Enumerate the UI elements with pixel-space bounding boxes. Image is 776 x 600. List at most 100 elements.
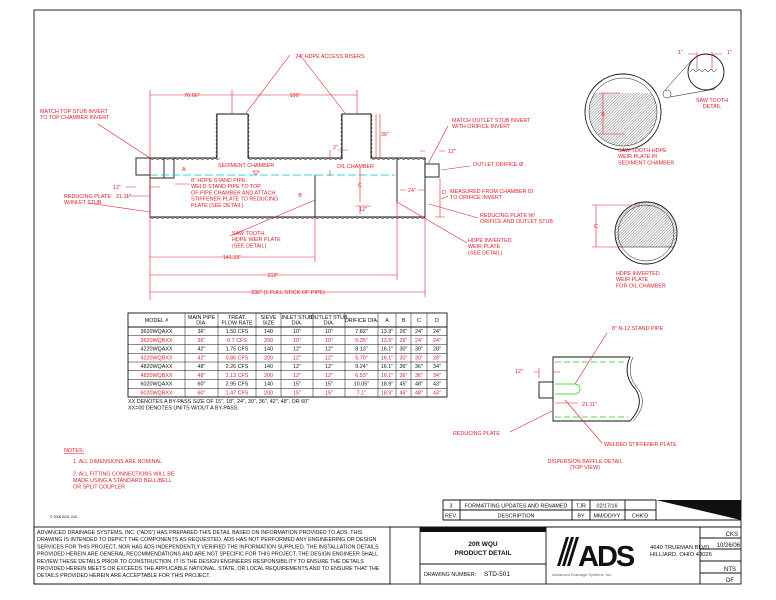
disclaimer-line: REVIEW THESE DETAILS PRIOR TO CONSTRUCTI… xyxy=(37,559,364,565)
address-line-1: 4640 TRUEMAN BLVD xyxy=(650,545,709,551)
callout-label-d-line: D xyxy=(442,190,446,196)
product-name: 20ft WQU xyxy=(468,541,498,548)
callout-label-b: B xyxy=(298,193,302,199)
table-cell: 15" xyxy=(293,390,301,396)
saw-tooth-zoom-marker xyxy=(662,89,672,99)
callout-reducing-plate-outlet-line: ORIFICE AND OUTLET STUB xyxy=(480,219,553,225)
rev-description: FORMATTING UPDATES AND RENAMED xyxy=(465,504,568,510)
table-cell: 5.35" xyxy=(355,338,367,344)
callout-match-outlet-line: WITH ORIFICE INVERT xyxy=(452,124,511,130)
callout-baffle-12-line: 12" xyxy=(515,369,523,375)
table-cell: 48" xyxy=(415,382,423,388)
disclaimer-line: DETAILS PROVIDED HEREIN ARE ACCEPTABLE F… xyxy=(37,573,210,579)
baffle-inlet-stub xyxy=(538,381,554,399)
callout-measured-from-line: MEASURED FROM CHAMBER ID xyxy=(450,189,533,195)
table-cell: 10" xyxy=(325,338,333,344)
table-cell: 24" xyxy=(433,338,441,344)
table-cell: 200 xyxy=(264,355,273,361)
callout-dim-12-left-line: 12" xyxy=(113,185,121,191)
table-cell: 48" xyxy=(198,373,206,379)
callout-oil-chamber: OIL CHAMBER xyxy=(337,164,374,170)
callout-baffle-12: 12" xyxy=(515,369,523,375)
note-item-line: OR SPLIT COUPLER xyxy=(73,485,125,491)
table-cell: 7.1" xyxy=(357,390,366,396)
callout-outlet-orifice-line: OUTLET ORIFICE Ø xyxy=(473,162,524,168)
logo-text: ADS xyxy=(578,541,635,573)
address-line-2: HILLIARD, OHIO 43026 xyxy=(650,552,712,558)
drawing-number: STD-501 xyxy=(484,571,510,578)
table-cell: 36" xyxy=(198,329,206,335)
table-cell: 42" xyxy=(198,355,206,361)
product-detail-label: PRODUCT DETAIL xyxy=(455,550,512,557)
table-cell: 9.24" xyxy=(355,364,367,370)
saw-tooth-plate-inner xyxy=(588,77,658,147)
callout-dim-24-line: 24" xyxy=(408,188,416,194)
saw-tooth-plate-hatch xyxy=(589,93,657,146)
table-cell: 140 xyxy=(264,347,273,353)
table-cell: 10" xyxy=(293,338,301,344)
table-cell: 12" xyxy=(325,373,333,379)
saw-tooth-plate-outer xyxy=(584,73,662,151)
callout-circle-b-line: B xyxy=(601,112,605,118)
pipe-corrugation-top xyxy=(149,157,427,160)
table-cell: 4820WQBXX xyxy=(140,373,172,379)
callout-inverted-plate-line: HDPE INVERTED xyxy=(616,271,660,277)
baffle-pipe-outline xyxy=(552,356,640,422)
table-cell: 28" xyxy=(433,347,441,353)
callout-measured-from-line: TO ORIFICE INVERT xyxy=(450,195,503,201)
callout-stand-pipe-note-line: 8" HDPE STAND PIPE. xyxy=(191,178,247,184)
table-cell: 43" xyxy=(433,382,441,388)
callout-dim-212-line: 212" xyxy=(268,273,279,279)
callout-reducing-plate-inlet-line: W/INLET STUB xyxy=(64,200,102,206)
callout-label-b-line: B xyxy=(298,193,302,199)
zoom-leader-lines xyxy=(664,59,716,98)
table-cell: 0.86 CFS xyxy=(226,355,249,361)
logo-subtitle: Advanced Drainage Systems, Inc. xyxy=(552,572,612,577)
column-header-line: DIA. xyxy=(292,321,302,327)
column-header-line: SIZE xyxy=(263,321,275,327)
callout-dim-12-bottom: 12" xyxy=(359,207,367,213)
callout-label-c-line: C xyxy=(358,183,362,189)
table-cell: 12" xyxy=(293,355,301,361)
callout-dim-2111-left: 21.11" xyxy=(116,194,131,200)
table-cell: 48" xyxy=(415,390,423,396)
drawn-by: CKS xyxy=(726,532,738,538)
inverted-plate-hatch xyxy=(615,202,677,247)
table-cell: 30" xyxy=(400,347,408,353)
callout-sediment-chamber-line: SEDIMENT CHAMBER xyxy=(218,163,274,169)
callout-saw-tooth-detail-line: SAW TOOTH xyxy=(696,98,728,104)
callout-access-risers-line: 24" HDPE ACCESS RISERS xyxy=(295,54,365,60)
callout-circle-c: C xyxy=(594,224,598,230)
title-bar xyxy=(420,527,546,532)
table-cell: 140 xyxy=(264,329,273,335)
callout-baffle-title-line: (TOP VIEW) xyxy=(570,465,600,471)
revision-block: 3 FORMATTING UPDATES AND RENAMED TJR 02/… xyxy=(442,499,741,521)
table-cell: 16.1" xyxy=(381,347,393,353)
table-cell: 140 xyxy=(264,382,273,388)
table-cell: 24" xyxy=(415,338,423,344)
table-footnote: XX DENOTES A BY-PASS SIZE OF 15", 18", 2… xyxy=(128,399,309,405)
table-cell: 200 xyxy=(264,373,273,379)
table-cell: 2.26 CFS xyxy=(226,364,249,370)
callout-dim-106: 106" xyxy=(290,93,301,99)
table-cell: 34" xyxy=(433,364,441,370)
callout-saw-tooth-plate-line: WEIR PLATE IN xyxy=(618,154,657,160)
table-cell: 10.05" xyxy=(354,382,369,388)
callout-saw-tooth-plate-line: SEDIMENT CHAMBER xyxy=(618,160,674,166)
callout-baffle-title-line: DISPERSION BAFFLE DETAIL xyxy=(547,459,622,465)
table-cell: 13.9" xyxy=(381,338,393,344)
wqu-section-view xyxy=(87,54,479,300)
table-cell: 6020WQBXX xyxy=(140,390,172,396)
rev-header: REV. xyxy=(445,514,457,520)
table-cell: 36" xyxy=(198,338,206,344)
table-cell: 1.13 CFS xyxy=(226,373,249,379)
